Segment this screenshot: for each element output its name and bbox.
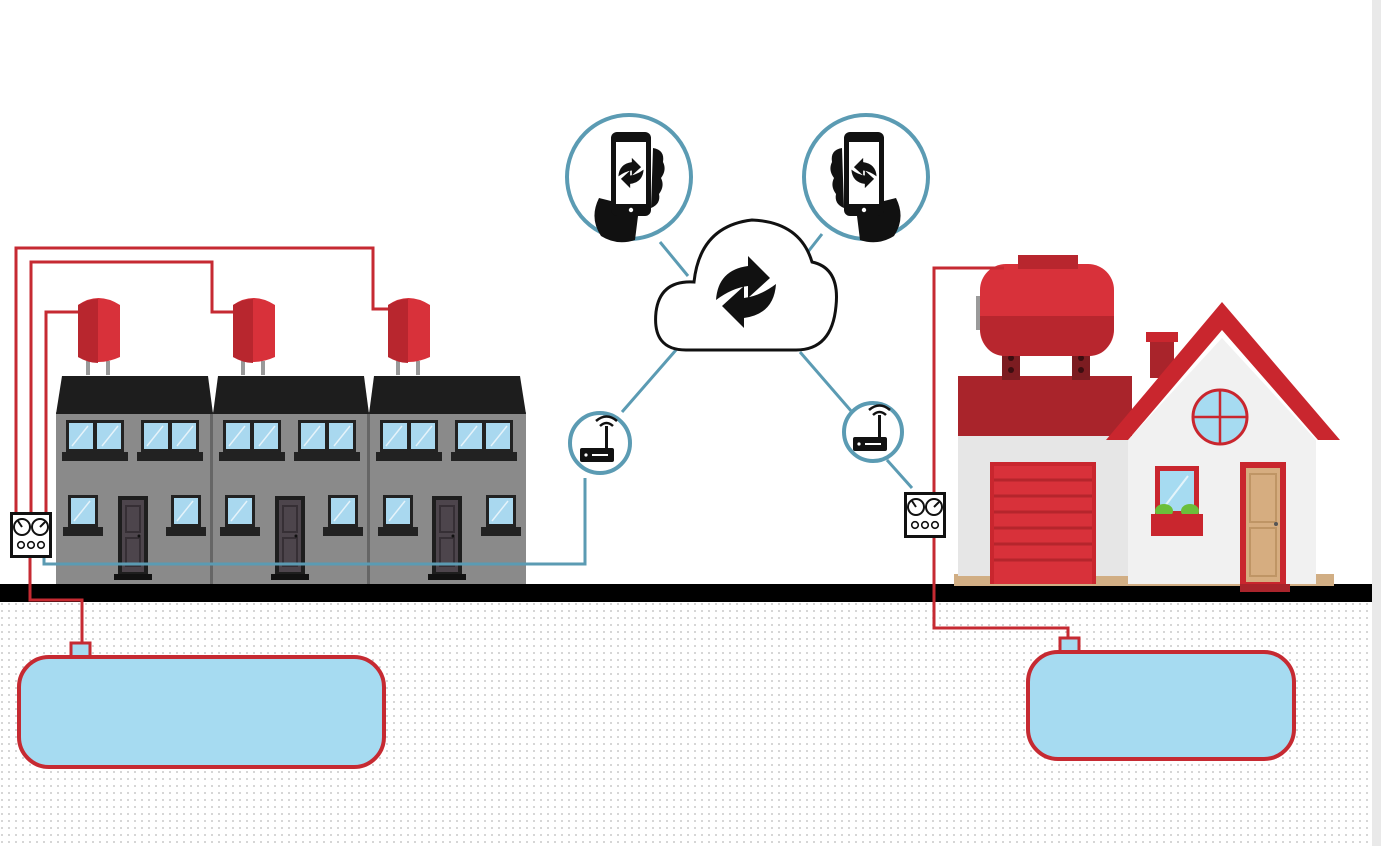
page-edge-strip (1372, 0, 1381, 846)
house-roof-tank (976, 255, 1114, 380)
gauge-panel-left-icon (9, 511, 53, 559)
underground-tank-left (17, 641, 386, 769)
gauge-panel-right-icon (903, 491, 947, 539)
router-left (568, 411, 632, 475)
phone-right (802, 113, 930, 242)
roof-tank-2 (233, 298, 275, 375)
cloud-sync (654, 218, 838, 352)
terrace-signal-line (42, 478, 587, 566)
ground-line (0, 584, 1372, 602)
router-right (842, 401, 904, 463)
roof-tank-1 (78, 298, 120, 375)
terrace-pipes (14, 246, 388, 646)
detached-house (954, 302, 1340, 592)
phone-left (565, 113, 693, 242)
underground-tank-right (1026, 636, 1296, 761)
terrace-houses (56, 376, 526, 584)
roof-tank-3 (388, 298, 430, 375)
house-pipe (932, 266, 1070, 642)
